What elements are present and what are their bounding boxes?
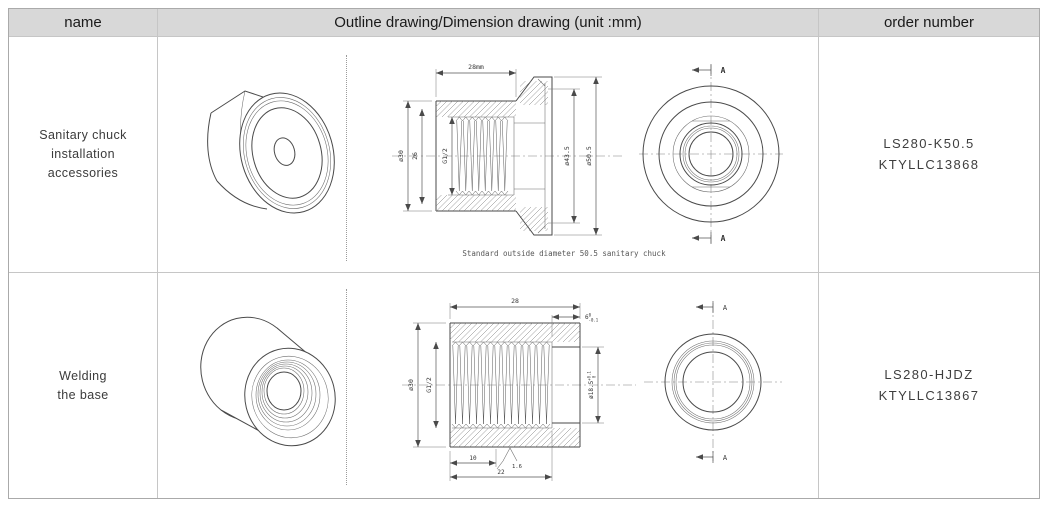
row1-front-view: A A: [639, 64, 783, 244]
row2-front-view: A A: [644, 301, 782, 463]
section-label-bottom: A: [723, 454, 728, 462]
row2-name-line: Welding: [59, 368, 107, 383]
row2-drawing-cell: 28 60-0.1 ø18.5+0.10 ø30 G1/2 10 22 1.6: [158, 273, 819, 498]
thread-section: [455, 116, 509, 196]
dim-bore-dia: ø18.5+0.10: [587, 371, 597, 399]
dim-hex-depth: 10: [469, 455, 477, 462]
dim-roughness: 1.6: [512, 464, 522, 470]
row1-drawing-caption: Standard outside diameter 50.5 sanitary …: [462, 249, 666, 258]
dim-outer-dia: ø30: [397, 150, 405, 162]
row1-iso-view: [207, 90, 335, 214]
dim-thread: G1/2: [425, 377, 433, 393]
dim-groove-dia: ø43.5: [563, 146, 571, 166]
dim-weld-depth: 60-0.1: [585, 313, 599, 323]
view-separator: [346, 289, 347, 485]
hatch-top: [435, 100, 517, 118]
row1-drawing-cell: 28mm ø30 26 G1/2 ø43.5 ø50.5 Standard ou…: [158, 37, 819, 273]
row1-order-cell: LS280-K50.5 KTYLLC13868: [819, 37, 1039, 273]
hatch-flange-bottom: [519, 206, 549, 232]
dim-outer-dia: ø30: [407, 379, 415, 391]
row2-order-cell: LS280-HJDZ KTYLLC13867: [819, 273, 1039, 498]
row1-order-line: LS280-K50.5: [883, 135, 975, 151]
hatch-top: [449, 322, 581, 343]
dim-flange-dia: ø50.5: [585, 146, 593, 166]
header-cell-order: order number: [819, 9, 1039, 37]
row1-name-line: accessories: [47, 165, 119, 180]
hatch-flange-top: [519, 80, 549, 106]
section-label-bottom: A: [721, 234, 726, 243]
header-name-label: name: [64, 14, 102, 31]
thread-section: [451, 341, 551, 429]
row2-section-view: 28 60-0.1 ø18.5+0.10 ø30 G1/2 10 22 1.6: [402, 297, 636, 481]
row1-name-line: installation: [51, 147, 115, 162]
dim-thread-len: 22: [497, 469, 505, 476]
section-label-top: A: [721, 66, 726, 75]
hatch-bottom: [449, 427, 581, 448]
view-separator: [346, 55, 347, 261]
dim-width: 28: [511, 297, 519, 305]
section-label-top: A: [723, 304, 728, 312]
row2-order-line: LS280-HJDZ: [884, 366, 974, 382]
header-order-label: order number: [883, 14, 975, 31]
row2-order-line: KTYLLC13867: [878, 387, 980, 403]
dim-thread: G1/2: [441, 148, 449, 164]
row1-order-line: KTYLLC13868: [878, 156, 980, 172]
row1-section-view: 28mm ø30 26 G1/2 ø43.5 ø50.5: [392, 63, 622, 236]
row1-name-line: Sanitary chuck: [39, 128, 127, 143]
header-drawing-label: Outline drawing/Dimension drawing (unit …: [334, 14, 642, 31]
header-cell-drawing: Outline drawing/Dimension drawing (unit …: [158, 9, 819, 37]
header-cell-name: name: [9, 9, 158, 37]
row2-name-cell: Welding the base: [9, 273, 158, 498]
dim-width: 28mm: [468, 63, 484, 71]
spec-table: name Outline drawing/Dimension drawing (…: [8, 8, 1040, 499]
row2-iso-view: [200, 316, 336, 447]
dim-thread-len: 26: [411, 152, 419, 160]
row1-name-cell: Sanitary chuck installation accessories: [9, 37, 158, 273]
row2-name-line: the base: [57, 387, 109, 402]
hatch-bottom: [435, 194, 517, 212]
